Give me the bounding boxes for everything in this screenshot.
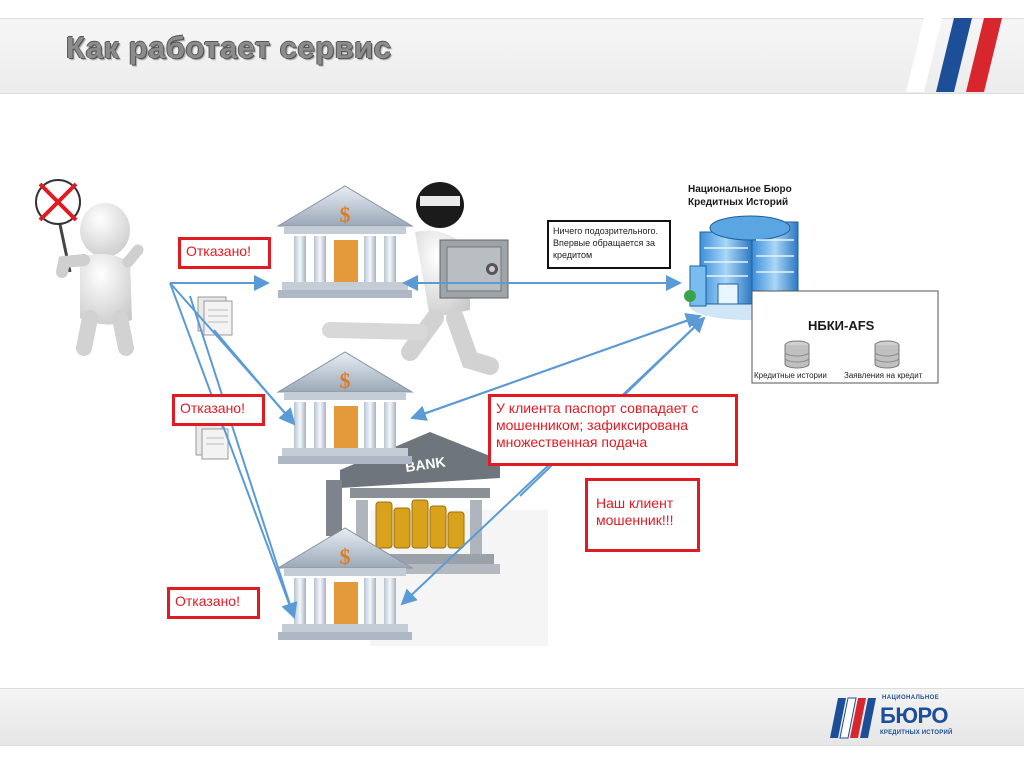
robber-with-safe-illustration xyxy=(322,182,509,375)
applicant-figure xyxy=(35,179,144,356)
credit-histories-db-label: Кредитные истории xyxy=(754,371,827,380)
logo-bottom-text: КРЕДИТНЫХ ИСТОРИЙ xyxy=(880,730,953,736)
prohibition-x-icon xyxy=(38,182,78,222)
loan-applications-db-label: Заявления на кредит xyxy=(844,371,923,380)
nothing-suspicious-note: Ничего подозрительного. Впервые обращает… xyxy=(547,220,671,269)
refused-label: Отказано! xyxy=(172,394,265,426)
slide-title: Как работает сервис xyxy=(66,30,392,65)
logo-top-text: НАЦИОНАЛЬНОЕ xyxy=(882,695,940,701)
logo-wordmark: БЮРО xyxy=(880,703,949,728)
books-logo-icon xyxy=(830,697,876,739)
dollar-sign-icon: $ xyxy=(340,202,351,227)
database-icon xyxy=(784,340,810,369)
refused-label: Отказано! xyxy=(178,237,271,269)
arrow-docs-to-bank-2 xyxy=(213,329,296,426)
refused-label: Отказано! xyxy=(167,587,260,619)
bank-with-gold-illustration: BANK xyxy=(326,432,548,646)
bank-sign-text: BANK xyxy=(404,453,446,474)
document-icon xyxy=(195,424,229,460)
dollar-sign-icon: $ xyxy=(340,544,351,569)
passport-match-alert: У клиента паспорт совпадает с мошенником… xyxy=(488,394,738,466)
bank-icon xyxy=(276,351,414,464)
arrow-to-bank-3 xyxy=(169,282,297,619)
tricolor-stripes-logo xyxy=(906,18,1002,92)
database-icon xyxy=(874,340,900,369)
bank-icon xyxy=(276,527,414,640)
dollar-sign-icon: $ xyxy=(340,368,351,393)
header-band xyxy=(0,18,1024,94)
bureau-building-icon xyxy=(684,215,814,320)
arrow-docs-to-bank-3 xyxy=(189,295,298,619)
afs-system-title: НБКИ-AFS xyxy=(808,318,875,333)
afs-system-panel xyxy=(751,290,939,384)
document-icon xyxy=(197,296,233,336)
bureau-name: Национальное Бюро Кредитных Историй xyxy=(688,184,792,208)
fraudster-alert: Наш клиент мошенник!!! xyxy=(585,478,700,552)
bank-icon xyxy=(276,185,414,298)
arrow-bank2-to-bureau xyxy=(411,313,702,419)
